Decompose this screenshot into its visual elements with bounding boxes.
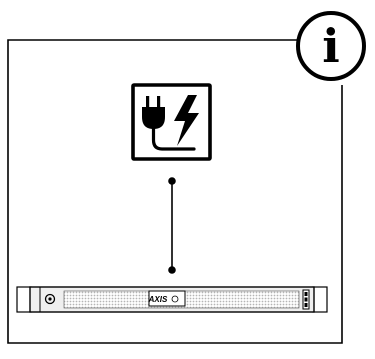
power-connection-line — [168, 177, 176, 274]
info-glyph: i — [322, 19, 339, 73]
server-brand-label: AXIS — [148, 295, 168, 304]
drive-bay-handle-icon — [302, 289, 310, 310]
axis-logo-badge: AXIS — [148, 290, 186, 307]
rack-ear-right — [312, 286, 328, 313]
connection-point-top — [168, 177, 176, 185]
power-button-icon — [44, 293, 56, 305]
rack-ear-left — [16, 286, 32, 313]
info-icon: i — [296, 11, 366, 81]
rack-server: AXIS — [16, 286, 328, 313]
power-plug-lightning-icon — [131, 83, 212, 161]
connection-point-bottom — [168, 266, 176, 274]
diagram-frame — [7, 39, 343, 344]
